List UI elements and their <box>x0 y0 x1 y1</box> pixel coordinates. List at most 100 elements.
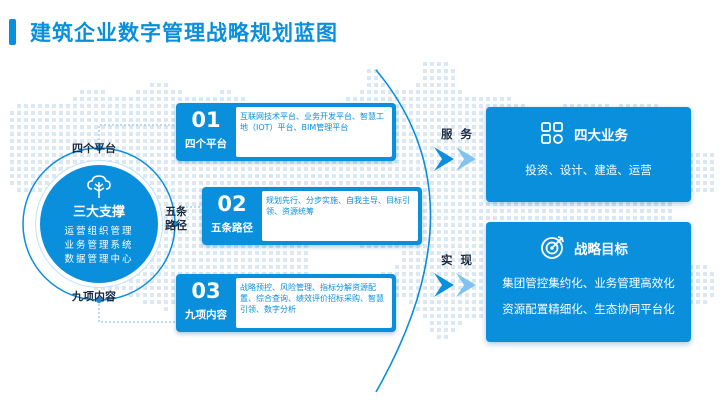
map-dot <box>213 265 217 269</box>
map-dot <box>136 118 140 122</box>
map-dot <box>304 181 308 185</box>
map-dot <box>479 258 483 262</box>
map-dot <box>479 125 483 129</box>
map-dot <box>458 237 462 241</box>
map-dot <box>136 104 140 108</box>
map-dot <box>598 209 602 213</box>
map-dot <box>192 216 196 220</box>
map-dot <box>563 104 567 108</box>
map-dot <box>465 195 469 199</box>
map-dot <box>409 300 413 304</box>
map-dot <box>171 209 175 213</box>
map-dot <box>346 97 350 101</box>
map-dot <box>605 104 609 108</box>
map-dot <box>465 314 469 318</box>
map-dot <box>143 153 147 157</box>
map-dot <box>255 265 259 269</box>
map-dot <box>255 258 259 262</box>
map-dot <box>234 181 238 185</box>
map-dot <box>108 97 112 101</box>
map-dot <box>129 111 133 115</box>
map-dot <box>122 97 126 101</box>
card-number: 02 <box>217 192 247 216</box>
map-dot <box>472 167 476 171</box>
map-dot <box>38 160 42 164</box>
map-dot <box>164 216 168 220</box>
map-dot <box>178 244 182 248</box>
map-dot <box>451 230 455 234</box>
map-dot <box>220 174 224 178</box>
map-dot <box>87 111 91 115</box>
map-dot <box>437 314 441 318</box>
map-dot <box>689 153 693 157</box>
map-dot <box>423 272 427 276</box>
map-dot <box>703 160 707 164</box>
map-dot <box>31 160 35 164</box>
map-dot <box>486 216 490 220</box>
map-dot <box>451 76 455 80</box>
map-dot <box>234 244 238 248</box>
map-dot <box>164 160 168 164</box>
map-dot <box>164 300 168 304</box>
map-dot <box>577 202 581 206</box>
map-dot <box>535 216 539 220</box>
map-dot <box>24 167 28 171</box>
map-dot <box>269 258 273 262</box>
map-dot <box>73 111 77 115</box>
map-dot <box>353 181 357 185</box>
map-dot <box>101 286 105 290</box>
map-dot <box>59 125 63 129</box>
card-contents: 03 九项内容 战略预控、风险管理、指标分解资源配置、综合查询、绩效评价招标采购… <box>176 274 396 332</box>
map-dot <box>227 167 231 171</box>
map-dot <box>17 118 21 122</box>
map-dot <box>150 118 154 122</box>
map-dot <box>157 293 161 297</box>
arrow-label-realize: 实 现 <box>441 253 475 267</box>
map-dot <box>199 167 203 171</box>
map-dot <box>605 209 609 213</box>
map-dot <box>423 153 427 157</box>
map-dot <box>157 125 161 129</box>
map-dot <box>430 90 434 94</box>
map-dot <box>423 174 427 178</box>
map-dot <box>164 272 168 276</box>
map-dot <box>570 104 574 108</box>
map-dot <box>472 300 476 304</box>
map-dot <box>24 125 28 129</box>
map-dot <box>430 272 434 276</box>
map-dot <box>185 174 189 178</box>
map-dot <box>437 132 441 136</box>
map-dot <box>626 216 630 220</box>
map-dot <box>150 132 154 136</box>
map-dot <box>150 300 154 304</box>
map-dot <box>430 111 434 115</box>
map-dot <box>430 223 434 227</box>
map-dot <box>101 132 105 136</box>
map-dot <box>514 216 518 220</box>
map-dot <box>689 279 693 283</box>
map-dot <box>311 160 315 164</box>
map-dot <box>528 209 532 213</box>
map-dot <box>108 139 112 143</box>
map-dot <box>423 76 427 80</box>
map-dot <box>472 181 476 185</box>
map-dot <box>689 174 693 178</box>
map-dot <box>353 174 357 178</box>
map-dot <box>283 251 287 255</box>
map-dot <box>437 153 441 157</box>
map-dot <box>73 146 77 150</box>
map-dot <box>444 251 448 255</box>
map-dot <box>143 146 147 150</box>
map-dot <box>598 202 602 206</box>
map-dot <box>115 118 119 122</box>
map-dot <box>122 104 126 108</box>
map-dot <box>563 216 567 220</box>
map-dot <box>703 174 707 178</box>
map-dot <box>276 244 280 248</box>
map-dot <box>185 244 189 248</box>
map-dot <box>479 230 483 234</box>
map-dot <box>80 160 84 164</box>
map-dot <box>563 202 567 206</box>
map-dot <box>143 293 147 297</box>
map-dot <box>108 125 112 129</box>
